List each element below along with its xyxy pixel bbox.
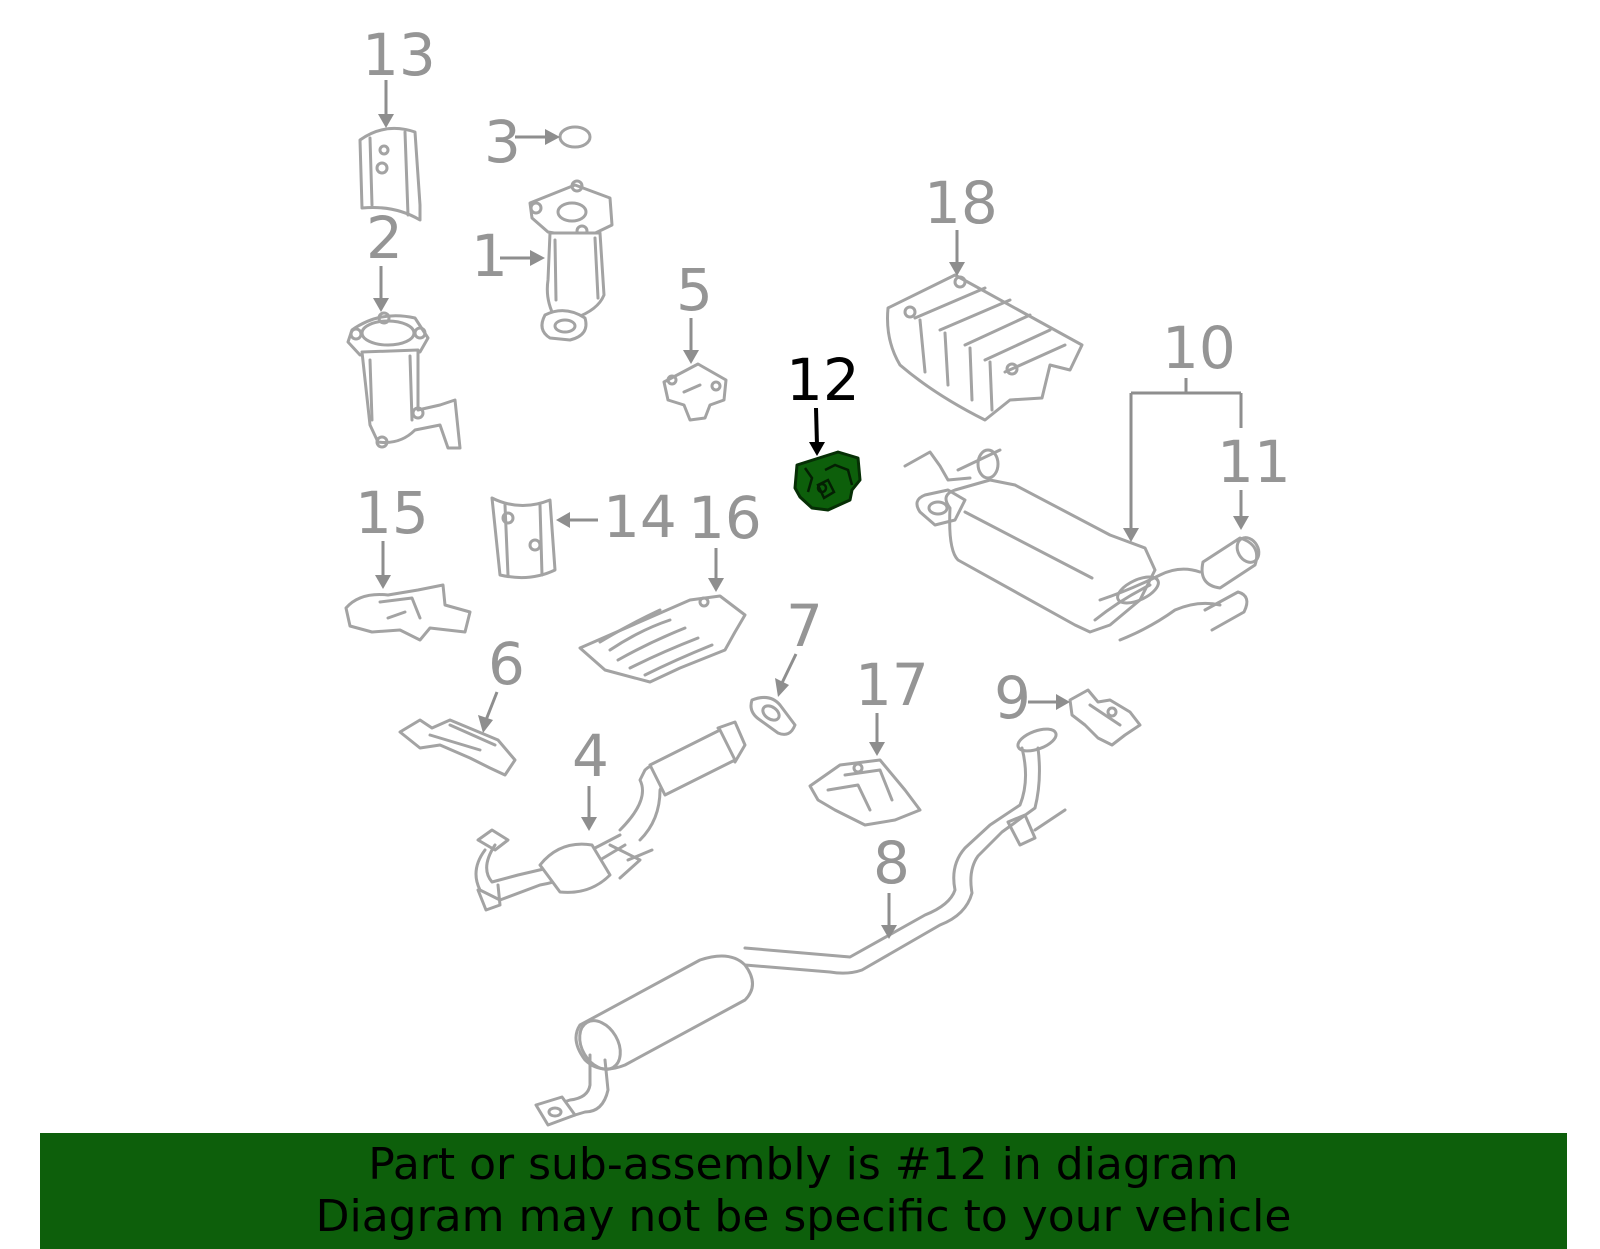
callout-14[interactable]: 14	[603, 483, 677, 551]
arrow-13	[378, 80, 394, 128]
callout-5[interactable]: 5	[676, 256, 713, 324]
callout-15[interactable]: 15	[355, 479, 429, 547]
callout-7[interactable]: 7	[786, 592, 823, 660]
callout-4[interactable]: 4	[572, 722, 609, 790]
part-3-gasket[interactable]	[558, 125, 592, 149]
bracket-10	[1123, 378, 1243, 542]
callout-2[interactable]: 2	[366, 204, 403, 272]
callout-11[interactable]: 11	[1217, 428, 1291, 496]
arrow-4	[581, 786, 597, 831]
part-1-catalytic-converter[interactable]	[528, 179, 614, 342]
arrow-8	[881, 893, 897, 939]
part-6-bracket[interactable]	[398, 718, 517, 777]
callout-16[interactable]: 16	[688, 484, 762, 552]
callout-3[interactable]: 3	[484, 108, 521, 176]
arrow-11	[1233, 490, 1249, 530]
part-5-bracket[interactable]	[662, 362, 728, 422]
arrow-17	[869, 713, 885, 756]
part-15-heat-shield[interactable]	[344, 583, 472, 642]
arrow-7	[775, 653, 798, 697]
arrow-14	[556, 512, 598, 528]
callout-10[interactable]: 10	[1162, 314, 1236, 382]
part-10-rear-muffler[interactable]	[903, 448, 1222, 642]
arrow-15	[375, 541, 391, 589]
part-9-bracket[interactable]	[1068, 688, 1142, 747]
arrow-3	[515, 129, 560, 145]
arrow-1	[500, 250, 545, 266]
callout-9[interactable]: 9	[994, 664, 1031, 732]
part-17-heat-shield[interactable]	[808, 758, 922, 827]
part-14-heat-shield[interactable]	[490, 496, 557, 580]
part-7-gasket[interactable]	[749, 695, 797, 736]
arrow-2	[373, 266, 389, 312]
part-11-tailpipe-tip[interactable]	[1200, 534, 1263, 632]
part-16-heat-shield[interactable]	[578, 594, 747, 684]
banner-line-1: Part or sub-assembly is #12 in diagram	[368, 1139, 1239, 1190]
callout-6[interactable]: 6	[488, 630, 525, 698]
callout-18[interactable]: 18	[924, 169, 998, 237]
callout-12[interactable]: 12	[786, 346, 860, 414]
part-12-hanger[interactable]	[793, 450, 862, 512]
part-4-front-pipe[interactable]	[474, 720, 747, 912]
callout-1[interactable]: 1	[471, 222, 508, 290]
arrow-5	[683, 318, 699, 364]
arrow-6	[478, 691, 499, 733]
arrow-16	[708, 548, 724, 592]
part-2-catalytic-converter[interactable]	[346, 311, 462, 450]
callout-17[interactable]: 17	[855, 651, 929, 719]
arrow-12	[809, 407, 825, 456]
banner-line-2: Diagram may not be specific to your vehi…	[315, 1191, 1292, 1242]
arrow-18	[949, 230, 965, 276]
callout-13[interactable]: 13	[362, 21, 436, 89]
part-18-heat-shield[interactable]	[886, 273, 1084, 422]
callout-8[interactable]: 8	[873, 829, 910, 897]
part-8-center-pipe-muffler[interactable]	[534, 725, 1067, 1127]
part-13-heat-shield[interactable]	[358, 126, 422, 222]
info-banner: Part or sub-assembly is #12 in diagram D…	[40, 1133, 1567, 1249]
arrow-9	[1028, 694, 1070, 710]
